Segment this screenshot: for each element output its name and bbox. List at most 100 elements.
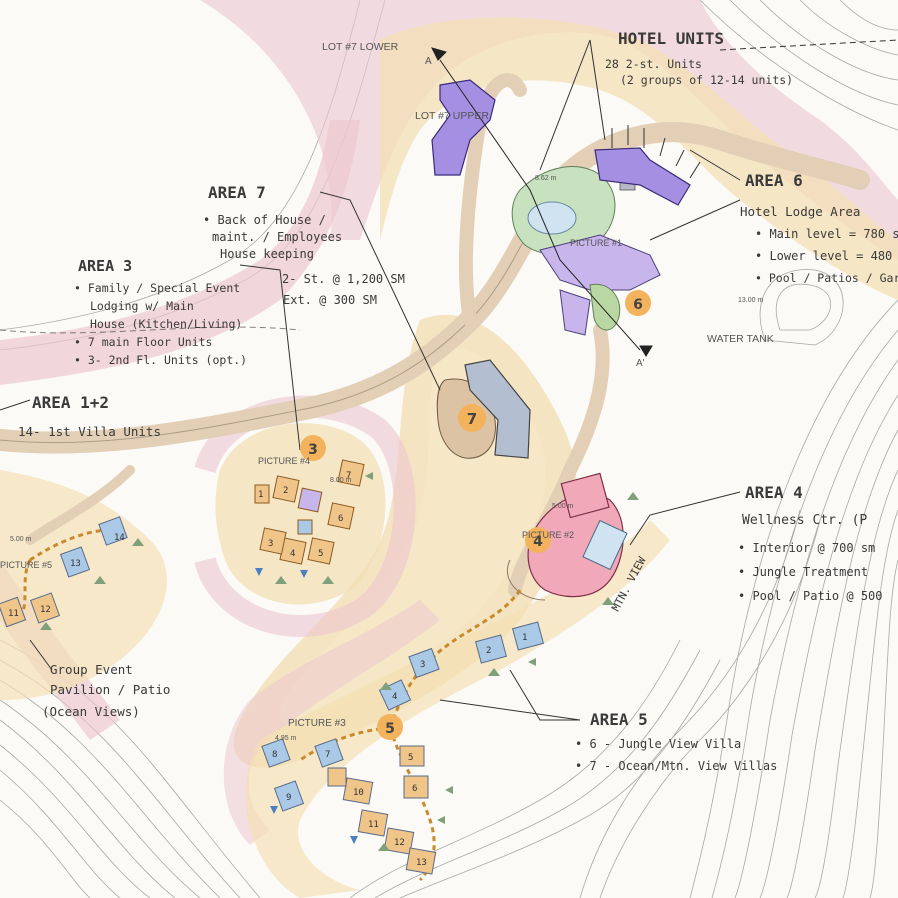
- svg-text:4: 4: [290, 549, 295, 559]
- area4-badge: 4: [525, 527, 551, 553]
- svg-text:PICTURE #1: PICTURE #1: [570, 238, 622, 248]
- svg-text:(2 groups of 12-14 units): (2 groups of 12-14 units): [620, 73, 793, 87]
- area6-badge: 6: [625, 290, 651, 316]
- note-area5: AREA 5 • 6 - Jungle View Villa • 7 - Oce…: [575, 710, 777, 773]
- hotel-units: [431, 79, 691, 206]
- svg-text:House (Kitchen/Living): House (Kitchen/Living): [90, 317, 242, 331]
- svg-text:maint. / Employees: maint. / Employees: [212, 230, 342, 244]
- svg-text:14: 14: [114, 533, 125, 543]
- svg-text:• Main level = 780 sm: • Main level = 780 sm: [755, 227, 898, 241]
- note-area12: AREA 1+2 14- 1st Villa Units: [18, 393, 161, 439]
- svg-text:Pavilion / Patio: Pavilion / Patio: [50, 682, 170, 697]
- svg-text:LOT #7 LOWER: LOT #7 LOWER: [322, 41, 399, 53]
- svg-text:28 2-st. Units: 28 2-st. Units: [605, 57, 702, 71]
- svg-text:• Lower level = 480 sm: • Lower level = 480 sm: [755, 249, 898, 263]
- svg-text:11: 11: [368, 820, 379, 830]
- area3-badge: 3: [300, 435, 326, 461]
- note-area7: AREA 7 • Back of House / maint. / Employ…: [203, 183, 405, 307]
- svg-text:A': A': [636, 358, 645, 369]
- yellow-band-south: [245, 520, 670, 898]
- svg-text:1: 1: [258, 490, 263, 500]
- svg-text:6: 6: [338, 514, 343, 524]
- svg-text:3: 3: [308, 442, 318, 458]
- svg-text:8: 8: [272, 750, 277, 760]
- area12-villas: [0, 516, 128, 628]
- area6-hotel-lodge: [511, 159, 661, 336]
- svg-text:AREA 1+2: AREA 1+2: [32, 393, 109, 412]
- svg-text:6: 6: [412, 784, 417, 794]
- svg-text:• Pool / Patio @ 500: • Pool / Patio @ 500: [738, 589, 883, 603]
- svg-text:13: 13: [70, 559, 81, 569]
- svg-text:AREA 3: AREA 3: [78, 257, 132, 275]
- svg-text:PICTURE #4: PICTURE #4: [258, 456, 310, 466]
- svg-text:• 6 - Jungle View Villa: • 6 - Jungle View Villa: [575, 737, 741, 751]
- svg-text:12: 12: [40, 605, 51, 615]
- svg-text:8.00 m: 8.00 m: [330, 477, 352, 484]
- hotel-unit-arrows: [611, 125, 701, 179]
- unit-numbers: 14 13 12 11 7 6 5 4 3 2 1 1 2 3 4 5 6 7 …: [8, 471, 527, 868]
- svg-text:• Back of House /: • Back of House /: [203, 213, 326, 227]
- svg-text:WATER TANK: WATER TANK: [707, 333, 774, 345]
- svg-text:8.62 m: 8.62 m: [535, 175, 557, 182]
- svg-text:House keeping: House keeping: [220, 247, 314, 261]
- blue-view-markers: [255, 568, 358, 844]
- pink-contour-band-north: [200, 0, 898, 260]
- note-group-event: Group Event Pavilion / Patio (Ocean View…: [42, 662, 170, 719]
- pink-contour-band-west: [0, 120, 360, 385]
- annotation-leaders: [0, 39, 898, 721]
- svg-text:AREA 4: AREA 4: [745, 483, 803, 502]
- svg-text:4.95 m: 4.95 m: [275, 735, 297, 742]
- svg-text:3: 3: [268, 539, 273, 549]
- note-hotel-units: HOTEL UNITS 28 2-st. Units (2 groups of …: [605, 29, 793, 87]
- svg-text:13.00 m: 13.00 m: [738, 297, 763, 304]
- svg-text:Lodging w/ Main: Lodging w/ Main: [90, 299, 194, 313]
- svg-text:1: 1: [522, 633, 527, 643]
- svg-text:AREA 5: AREA 5: [590, 710, 648, 729]
- access-roads: [0, 73, 870, 597]
- svg-text:5: 5: [318, 549, 323, 559]
- svg-text:9: 9: [286, 793, 291, 803]
- svg-text:• 7 main Floor Units: • 7 main Floor Units: [74, 335, 212, 349]
- svg-text:Wellness Ctr. (P: Wellness Ctr. (P: [742, 513, 867, 528]
- svg-text:6: 6: [633, 297, 643, 313]
- svg-text:10: 10: [353, 788, 364, 798]
- svg-text:14- 1st Villa Units: 14- 1st Villa Units: [18, 424, 161, 439]
- svg-text:PICTURE #3: PICTURE #3: [288, 718, 346, 729]
- svg-text:PICTURE #5: PICTURE #5: [0, 560, 52, 570]
- svg-text:7: 7: [346, 471, 351, 481]
- vegetation-markers: [40, 472, 639, 851]
- svg-text:5: 5: [385, 721, 395, 737]
- svg-text:13: 13: [416, 858, 427, 868]
- note-area4: AREA 4 Wellness Ctr. (P • Interior @ 700…: [738, 483, 883, 603]
- svg-text:Group Event: Group Event: [50, 662, 133, 677]
- area7-badge: 7: [458, 404, 486, 432]
- note-area6: AREA 6 Hotel Lodge Area • Main level = 7…: [740, 171, 898, 285]
- svg-text:12: 12: [394, 838, 405, 848]
- svg-text:• 7 - Ocean/Mtn. View Villas: • 7 - Ocean/Mtn. View Villas: [575, 759, 777, 773]
- svg-text:Ext. @ 300 SM: Ext. @ 300 SM: [283, 293, 377, 307]
- area3-villas: [254, 459, 365, 565]
- svg-text:5.00 m: 5.00 m: [10, 536, 32, 543]
- svg-text:LOT #7 UPPER: LOT #7 UPPER: [415, 110, 489, 122]
- svg-text:AREA 7: AREA 7: [208, 183, 266, 202]
- svg-text:• Jungle Treatment: • Jungle Treatment: [738, 565, 868, 579]
- svg-text:Hotel Lodge Area: Hotel Lodge Area: [740, 204, 860, 219]
- svg-text:5.00 m: 5.00 m: [552, 503, 574, 510]
- svg-text:• Family / Special Event: • Family / Special Event: [74, 281, 240, 295]
- svg-text:2: 2: [486, 646, 491, 656]
- svg-text:2- St. @ 1,200 SM: 2- St. @ 1,200 SM: [282, 272, 405, 286]
- svg-text:PICTURE #2: PICTURE #2: [522, 530, 574, 540]
- svg-text:7: 7: [467, 410, 477, 428]
- svg-text:3: 3: [420, 660, 425, 670]
- svg-text:(Ocean Views): (Ocean Views): [42, 704, 140, 719]
- pink-band-south: [223, 600, 440, 845]
- svg-text:A: A: [425, 56, 432, 67]
- svg-text:11: 11: [8, 609, 19, 619]
- svg-text:HOTEL UNITS: HOTEL UNITS: [618, 29, 724, 48]
- section-line: [431, 47, 653, 357]
- area5-badge: 5: [377, 714, 403, 740]
- area-badges: 7 3 4 6 5: [300, 290, 651, 740]
- svg-text:7: 7: [325, 750, 330, 760]
